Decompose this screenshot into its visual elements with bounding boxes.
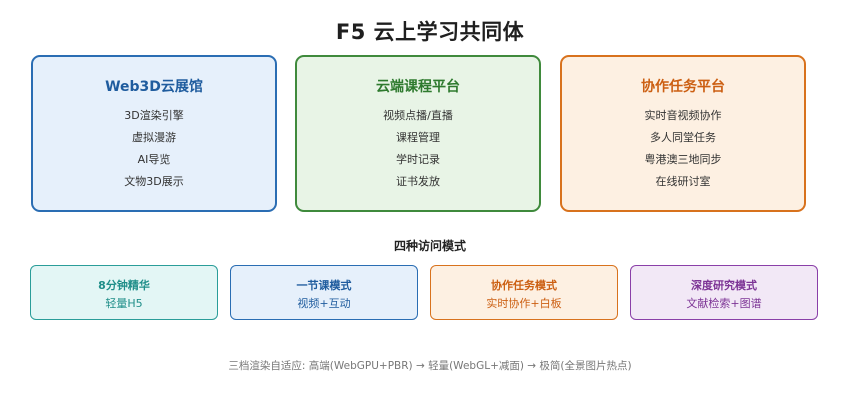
platform-card-title: 协作任务平台 [641, 79, 725, 95]
platform-feature: 粤港澳三地同步 [644, 153, 722, 166]
platform-card-collaboration: 协作任务平台 实时音视频协作 多人同堂任务 粤港澳三地同步 在线研讨室 [560, 55, 806, 212]
diagram-title: F5 云上学习共同体 [335, 20, 525, 44]
platform-feature-list: 实时音视频协作 多人同堂任务 粤港澳三地同步 在线研讨室 [562, 105, 804, 193]
mode-card-research: 深度研究模式 文献检索+图谱 [630, 265, 818, 320]
platform-feature: AI导览 [137, 153, 171, 166]
platform-feature-list: 3D渲染引擎 虚拟漫游 AI导览 文物3D展示 [33, 105, 275, 193]
platform-feature: 证书发放 [396, 175, 440, 188]
mode-title: 深度研究模式 [691, 279, 757, 292]
platform-feature: 实时音视频协作 [644, 109, 722, 122]
platform-feature: 虚拟漫游 [132, 131, 176, 144]
platform-feature: 课程管理 [396, 131, 440, 144]
platform-feature: 多人同堂任务 [650, 131, 716, 144]
mode-title: 8分钟精华 [98, 279, 150, 292]
platform-feature: 在线研讨室 [655, 175, 711, 188]
mode-subtitle: 轻量H5 [105, 297, 143, 310]
modes-section-title: 四种访问模式 [393, 239, 466, 253]
platform-feature: 学时记录 [396, 153, 440, 166]
platform-card-title: Web3D云展馆 [105, 79, 203, 95]
mode-subtitle: 文献检索+图谱 [686, 297, 762, 310]
platform-feature: 文物3D展示 [124, 175, 184, 188]
platform-feature: 3D渲染引擎 [124, 109, 184, 122]
mode-card-collaboration: 协作任务模式 实时协作+白板 [430, 265, 618, 320]
platform-card-course: 云端课程平台 视频点播/直播 课程管理 学时记录 证书发放 [295, 55, 541, 212]
mode-card-lesson: 一节课模式 视频+互动 [230, 265, 418, 320]
mode-card-essence: 8分钟精华 轻量H5 [30, 265, 218, 320]
mode-title: 协作任务模式 [491, 279, 557, 292]
rendering-footnote: 三档渲染自适应: 高端(WebGPU+PBR) → 轻量(WebGL+减面) →… [228, 360, 632, 372]
platform-card-web3d: Web3D云展馆 3D渲染引擎 虚拟漫游 AI导览 文物3D展示 [31, 55, 277, 212]
platform-feature: 视频点播/直播 [383, 109, 453, 122]
mode-subtitle: 实时协作+白板 [486, 297, 562, 310]
platform-feature-list: 视频点播/直播 课程管理 学时记录 证书发放 [297, 105, 539, 193]
mode-title: 一节课模式 [296, 279, 352, 292]
platform-card-title: 云端课程平台 [376, 79, 460, 95]
mode-subtitle: 视频+互动 [297, 297, 351, 310]
